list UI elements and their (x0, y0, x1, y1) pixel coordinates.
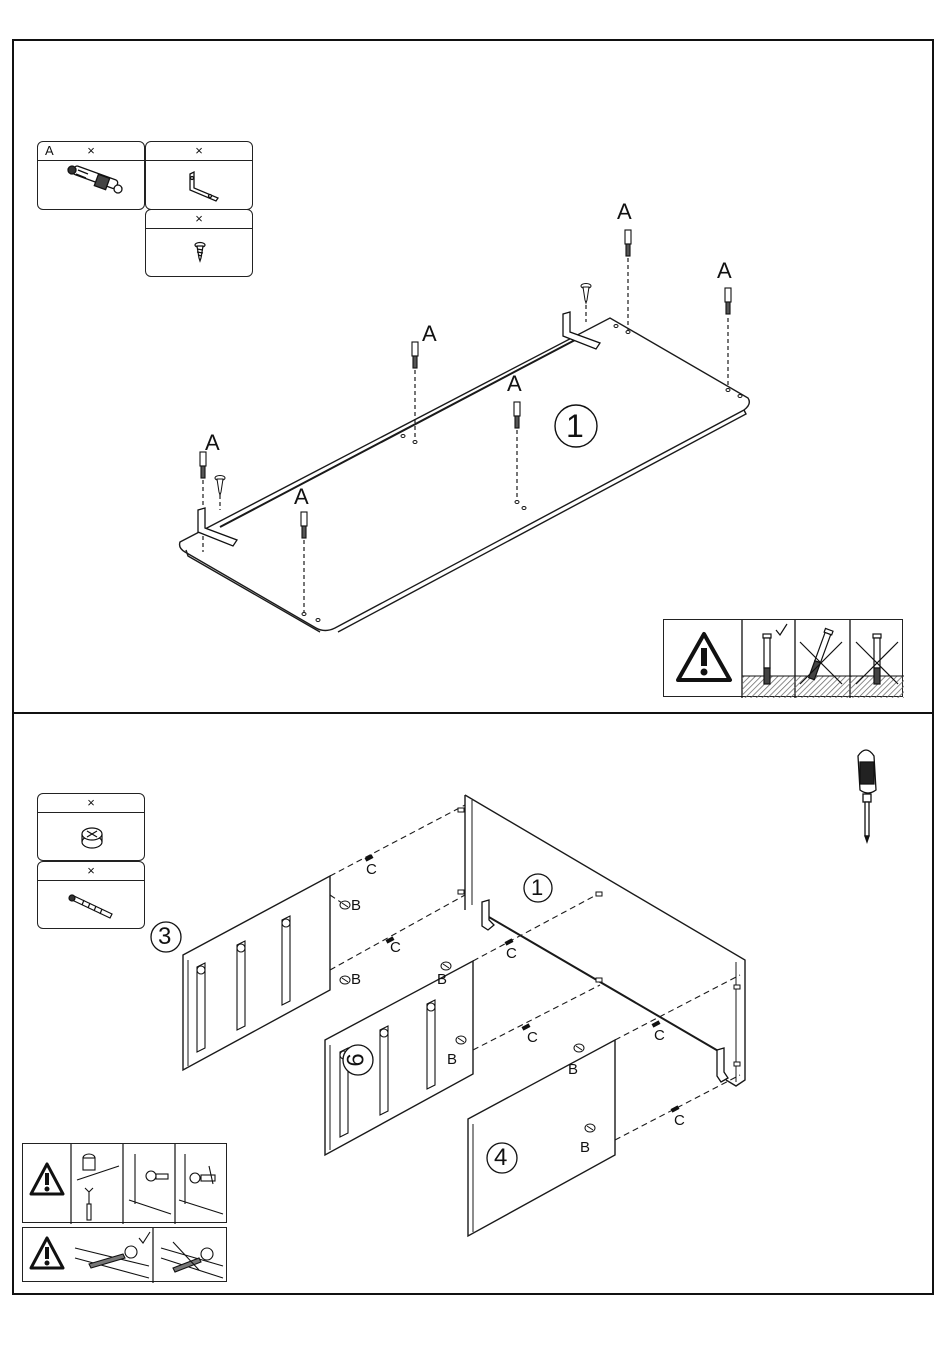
panel-number: 1 (531, 877, 543, 899)
cam-bolt-warning-graphic (23, 1228, 228, 1283)
cam-lock-label: B (351, 898, 361, 913)
cam-bolt-label: C (506, 946, 517, 961)
cam-bolt-label: C (527, 1030, 538, 1045)
panel-number: 6 (345, 1053, 369, 1066)
cam-lock-warning-graphic (23, 1144, 228, 1224)
cam-bolt-label: C (674, 1113, 685, 1128)
cam-lock-label: B (568, 1062, 578, 1077)
warning-icon (31, 1164, 63, 1194)
warning-icon (31, 1238, 63, 1268)
top-panel-1-outline (465, 795, 745, 1086)
cam-bolt-label: C (366, 862, 377, 877)
cam-bolt-warning (22, 1227, 227, 1282)
cam-lock-label: B (351, 972, 361, 987)
panel-number: 3 (158, 925, 171, 949)
cam-lock-label: B (437, 972, 447, 987)
cam-lock-label: B (580, 1140, 590, 1155)
side-panel-4 (468, 1040, 615, 1236)
cam-lock-warning (22, 1143, 227, 1223)
panel-number: 4 (494, 1146, 507, 1170)
cam-bolt-label: C (390, 940, 401, 955)
cam-bolt-label: C (654, 1028, 665, 1043)
screwdriver-icon (858, 750, 876, 842)
cam-lock-label: B (447, 1052, 457, 1067)
